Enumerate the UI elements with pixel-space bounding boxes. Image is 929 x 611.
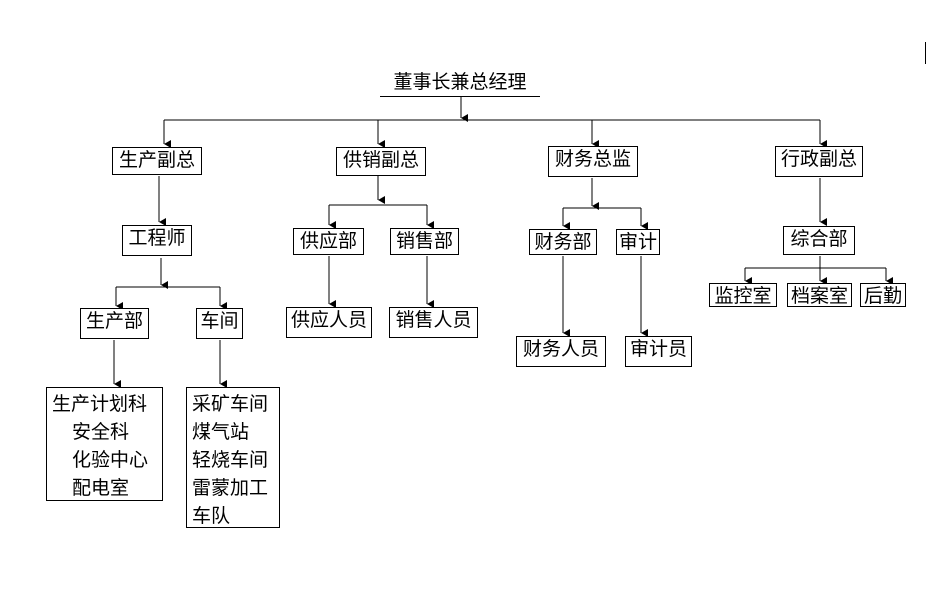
node-supply-dept-label: 供应部 — [299, 230, 357, 252]
unit-mining: 采矿车间 — [192, 393, 269, 415]
node-finance-staff-label: 财务人员 — [522, 338, 599, 360]
unit-lab: 化验中心 — [72, 449, 149, 471]
node-cfo-label: 财务总监 — [554, 148, 631, 170]
node-admin-vp: 行政副总 — [775, 146, 863, 177]
node-finance-dept: 财务部 — [529, 229, 597, 255]
node-sales-vp: 供销副总 — [336, 147, 426, 176]
node-sales-vp-label: 供销副总 — [342, 149, 419, 171]
node-production-dept-label: 生产部 — [85, 310, 143, 332]
node-engineer-label: 工程师 — [128, 227, 186, 249]
node-admin-vp-label: 行政副总 — [780, 148, 857, 170]
node-root-label: 董事长兼总经理 — [393, 71, 527, 93]
node-engineer: 工程师 — [122, 225, 192, 256]
node-cfo: 财务总监 — [548, 146, 638, 177]
node-production-vp-label: 生产副总 — [118, 149, 195, 171]
node-archive-room: 档案室 — [787, 283, 852, 307]
node-production-dept: 生产部 — [80, 308, 149, 339]
node-workshop: 车间 — [196, 308, 243, 339]
unit-power-room: 配电室 — [72, 477, 130, 499]
node-workshop-label: 车间 — [200, 310, 239, 332]
node-supply-staff-label: 供应人员 — [290, 309, 367, 331]
node-supply-dept: 供应部 — [293, 228, 364, 255]
node-auditor: 审计员 — [625, 336, 692, 367]
node-finance-staff: 财务人员 — [516, 336, 606, 367]
unit-raymond: 雷蒙加工 — [192, 477, 269, 499]
node-root: 董事长兼总经理 — [380, 70, 540, 96]
root-underline — [380, 96, 540, 97]
node-sales-staff-label: 销售人员 — [395, 309, 472, 331]
node-general-dept: 综合部 — [783, 226, 855, 255]
node-finance-dept-label: 财务部 — [534, 231, 592, 253]
unit-fleet: 车队 — [192, 505, 231, 527]
unit-gas-station: 煤气站 — [192, 421, 250, 443]
unit-calcining: 轻烧车间 — [192, 449, 269, 471]
node-sales-dept: 销售部 — [390, 228, 459, 255]
node-audit: 审计 — [616, 229, 660, 255]
node-sales-dept-label: 销售部 — [395, 230, 453, 252]
node-sales-staff: 销售人员 — [389, 307, 478, 338]
node-logistics: 后勤 — [860, 283, 906, 307]
node-auditor-label: 审计员 — [629, 338, 687, 360]
unit-planning: 生产计划科 — [52, 393, 148, 415]
edge-mark — [925, 42, 926, 64]
node-supply-staff: 供应人员 — [286, 307, 372, 338]
node-monitor-room: 监控室 — [709, 283, 777, 307]
node-logistics-label: 后勤 — [863, 285, 902, 307]
node-production-dept-units: 生产计划科 安全科 化验中心 配电室 — [46, 387, 163, 501]
unit-safety: 安全科 — [72, 421, 130, 443]
node-archive-room-label: 档案室 — [790, 285, 848, 307]
node-production-vp: 生产副总 — [112, 147, 202, 175]
node-audit-label: 审计 — [618, 231, 657, 253]
node-monitor-room-label: 监控室 — [714, 285, 772, 307]
node-workshop-units: 采矿车间 煤气站 轻烧车间 雷蒙加工 车队 — [186, 387, 280, 528]
node-general-dept-label: 综合部 — [790, 228, 848, 250]
